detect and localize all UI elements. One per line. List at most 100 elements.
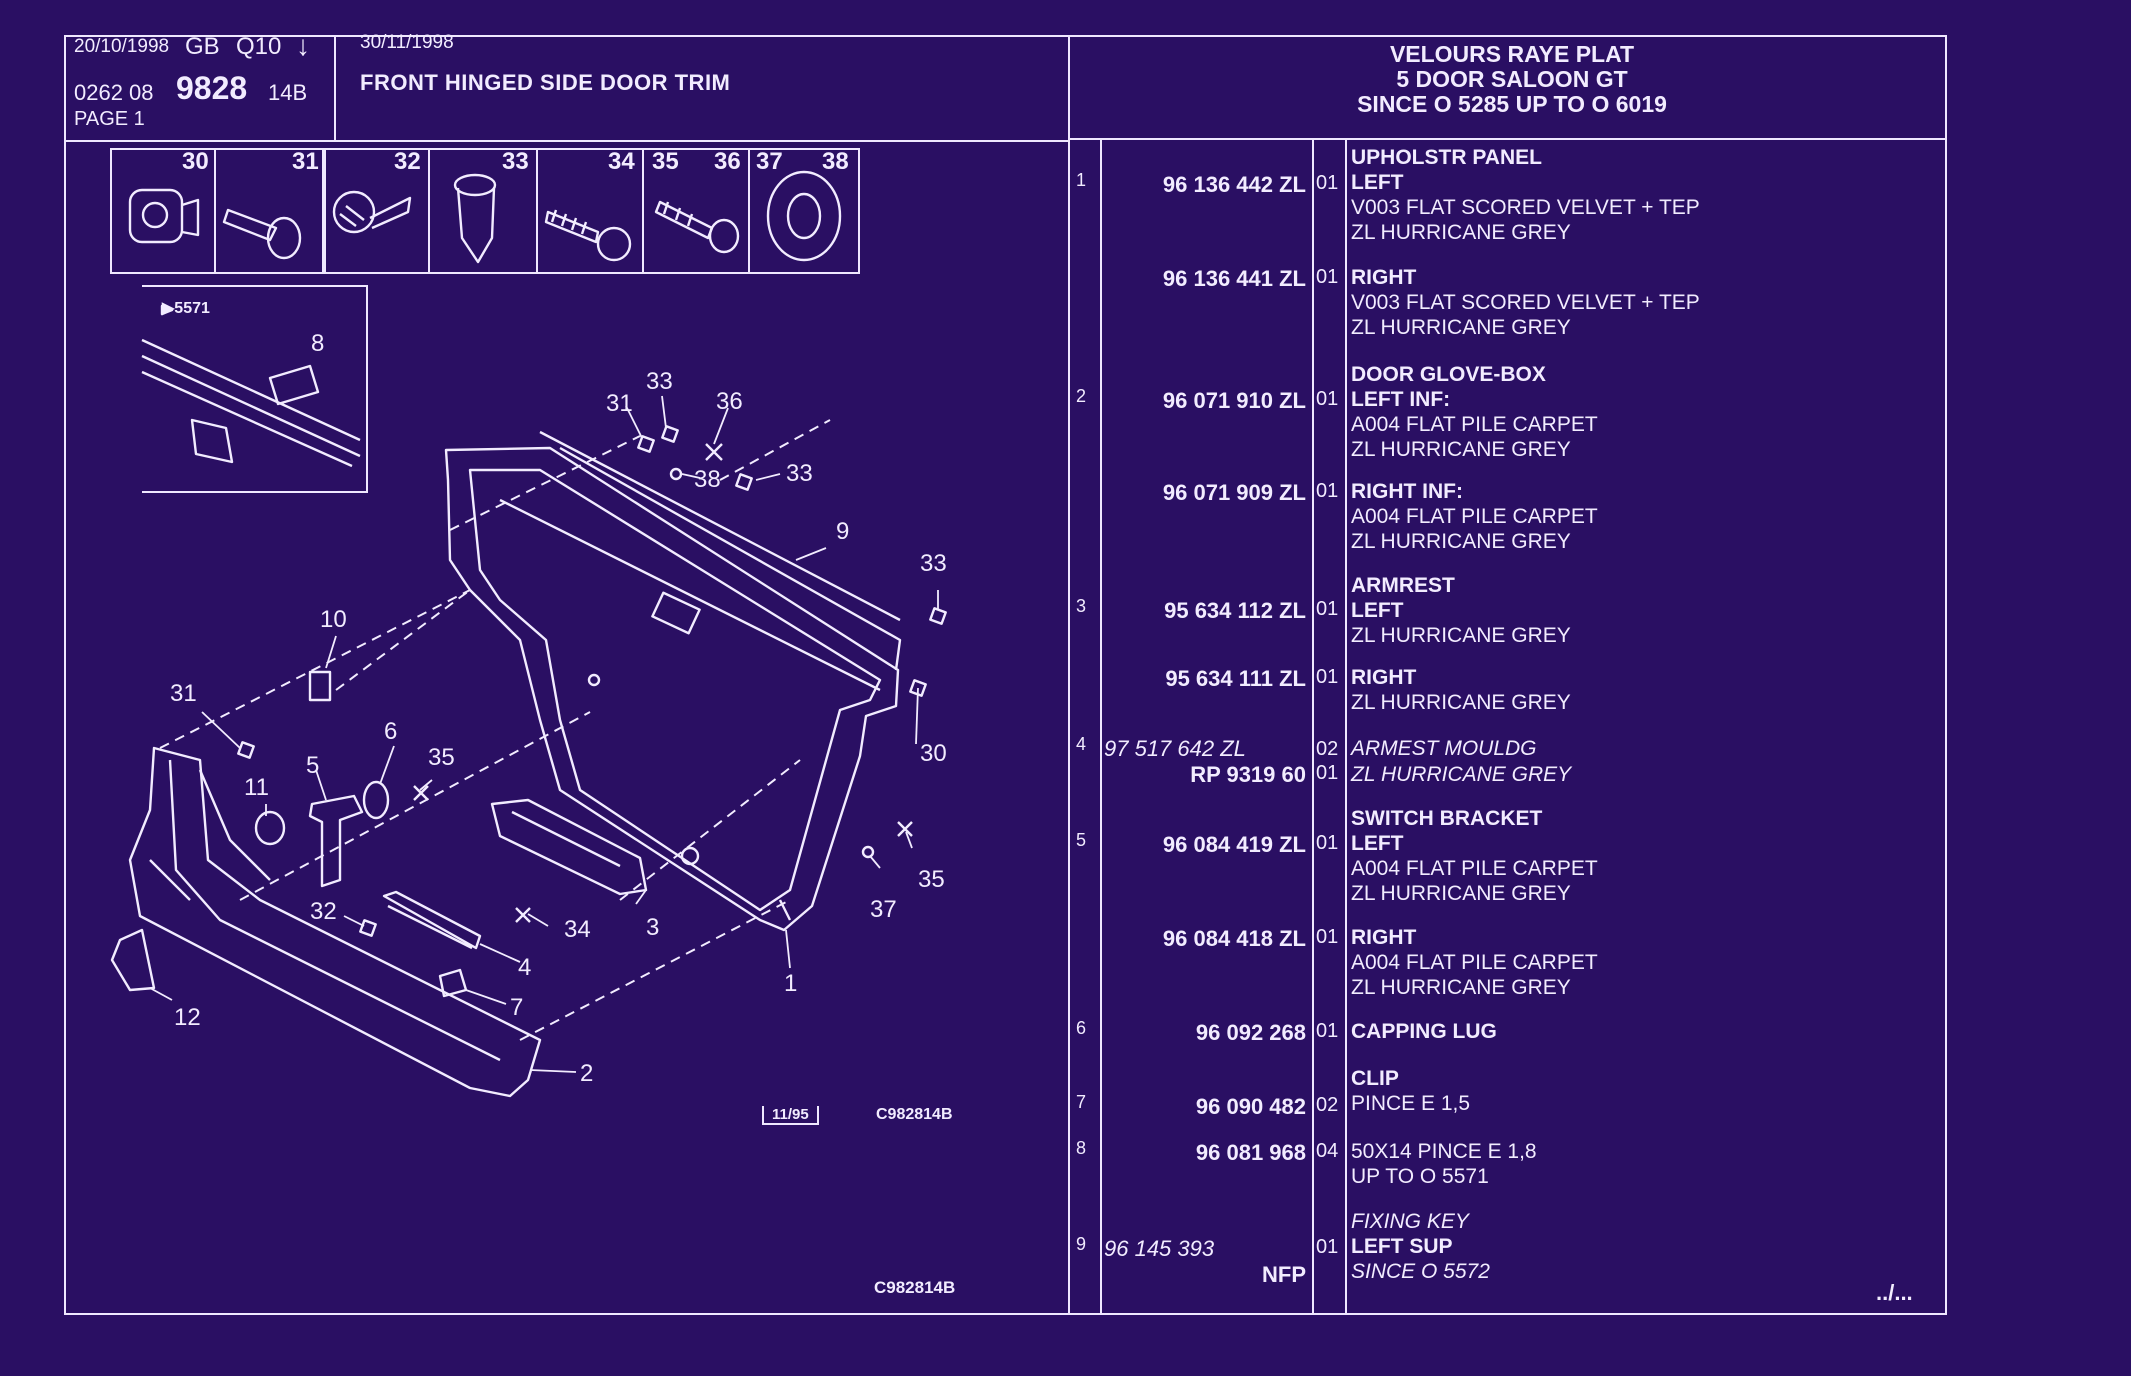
callout-33b: 33: [786, 460, 813, 487]
row-14-line: SINCE O 5572: [1351, 1260, 1490, 1283]
switch-bracket: [308, 794, 364, 888]
row-1-qty: 01: [1316, 172, 1339, 194]
callout-5: 5: [306, 752, 320, 779]
row-4-line: ZL HURRICANE GREY: [1351, 530, 1571, 553]
screw-32-icon: [332, 190, 412, 234]
row-7-item: 4: [1076, 734, 1087, 754]
callout-31: 31: [606, 390, 633, 417]
row-1-line: ZL HURRICANE GREY: [1351, 221, 1571, 244]
row-9-title: SWITCH BRACKET: [1351, 807, 1543, 830]
fixing-key-12: [110, 928, 156, 992]
row-1-line: LEFT: [1351, 171, 1404, 194]
callout-4: 4: [518, 954, 532, 981]
row-13-item: 8: [1076, 1138, 1087, 1158]
row-2-qty: 01: [1316, 266, 1339, 288]
clip-10: [308, 670, 332, 702]
row-12-desc: CLIP PINCE E 1,5: [1351, 1066, 1470, 1116]
inset-callout-8: 8: [311, 330, 325, 357]
inset-ref: ▶5571: [162, 300, 210, 317]
armrest: [490, 798, 648, 896]
part-label-31: 31: [292, 148, 319, 175]
sheet-code: C982814B: [874, 1278, 956, 1297]
callout-11: 11: [244, 774, 269, 801]
row-14-desc: FIXING KEY LEFT SUP SINCE O 5572: [1351, 1209, 1490, 1284]
callout-34: 34: [564, 916, 591, 943]
row-7-code: 97 517 642 ZL: [1104, 736, 1246, 761]
row-10-line: RIGHT: [1351, 926, 1417, 949]
row-1-code: 96 136 442 ZL: [1162, 172, 1306, 197]
row-8-code: RP 9319 60: [1190, 762, 1306, 787]
row-10-line: A004 FLAT PILE CARPET: [1351, 951, 1598, 974]
model-code: Q10: [236, 33, 282, 60]
down-arrow-icon: ↓: [296, 30, 310, 61]
row-6-code: 95 634 111 ZL: [1165, 666, 1306, 691]
inset-detail: [141, 304, 361, 468]
row-4-desc: RIGHT INF: A004 FLAT PILE CARPET ZL HURR…: [1351, 479, 1598, 554]
callout-9: 9: [836, 518, 850, 545]
ref-prefix: 0262 08: [74, 80, 154, 105]
row-13-line: 50X14 PINCE E 1,8: [1351, 1140, 1537, 1163]
part-label-36: 36: [714, 148, 741, 175]
row-6-line: RIGHT: [1351, 666, 1417, 689]
row-3-title: DOOR GLOVE-BOX: [1351, 363, 1546, 386]
inset-box: [142, 285, 368, 493]
ref-main-number: 9828: [176, 70, 248, 106]
row-3-item: 2: [1076, 386, 1087, 406]
row-4-code: 96 071 909 ZL: [1162, 480, 1306, 505]
trim-title: VELOURS RAYE PLAT 5 DOOR SALOON GT SINCE…: [1072, 42, 1952, 117]
screw-35-36-icon: [654, 200, 740, 254]
part-label-35: 35: [652, 148, 679, 175]
part-box-37-38: [748, 148, 860, 274]
screw-34-icon: [544, 209, 632, 262]
header-divider-right: [1068, 138, 1947, 140]
row-9-desc: SWITCH BRACKET LEFT A004 FLAT PILE CARPE…: [1351, 806, 1598, 906]
row-14-line: LEFT SUP: [1351, 1235, 1453, 1258]
callout-7: 7: [510, 994, 524, 1021]
row-10-qty: 01: [1316, 926, 1339, 948]
row-4-qty: 01: [1316, 480, 1339, 502]
row-14-code: 96 145 393: [1104, 1236, 1215, 1261]
row-14-item: 9: [1076, 1234, 1087, 1254]
row-3-line: ZL HURRICANE GREY: [1351, 438, 1571, 461]
continued-marker: ../...: [1876, 1280, 1913, 1305]
row-2-line: RIGHT: [1351, 266, 1417, 289]
row-9-code: 96 084 419 ZL: [1162, 832, 1306, 857]
row-5-qty: 01: [1316, 598, 1339, 620]
vin-range: SINCE O 5285 UP TO O 6019: [1357, 91, 1667, 117]
table-col-line-1: [1100, 140, 1102, 1315]
row-9-line: LEFT: [1351, 832, 1404, 855]
row-3-line: A004 FLAT PILE CARPET: [1351, 413, 1598, 436]
row-5-item: 3: [1076, 596, 1087, 616]
sheet-frame: [64, 35, 1947, 1315]
table-col-line-2: [1312, 140, 1314, 1315]
row-2-line: ZL HURRICANE GREY: [1351, 316, 1571, 339]
header-divider-left: [64, 140, 1068, 142]
row-5-line: LEFT: [1351, 599, 1404, 622]
row-10-desc: RIGHT A004 FLAT PILE CARPET ZL HURRICANE…: [1351, 925, 1598, 1000]
row-5-desc: ARMREST LEFT ZL HURRICANE GREY: [1351, 573, 1571, 648]
row-11-desc: CAPPING LUG: [1351, 1019, 1497, 1044]
row-13-qty: 04: [1316, 1140, 1339, 1162]
row-2-desc: RIGHT V003 FLAT SCORED VELVET + TEP ZL H…: [1351, 265, 1700, 340]
row-3-code: 96 071 910 ZL: [1162, 388, 1306, 413]
row-1-item: 1: [1076, 170, 1087, 190]
part-label-38: 38: [822, 148, 849, 175]
main-vertical-divider: [1068, 35, 1070, 1315]
row-1-desc: UPHOLSTR PANEL LEFT V003 FLAT SCORED VEL…: [1351, 145, 1700, 245]
row-8-desc: ZL HURRICANE GREY: [1351, 762, 1571, 787]
strip-divider: [428, 148, 430, 274]
row-10-line: ZL HURRICANE GREY: [1351, 976, 1571, 999]
door-trim-panel: [444, 430, 902, 932]
part-label-34: 34: [608, 148, 635, 175]
clip-33-icon: [453, 173, 497, 264]
part-label-37: 37: [756, 148, 783, 175]
row-11-line: CAPPING LUG: [1351, 1020, 1497, 1043]
row-5-title: ARMREST: [1351, 574, 1455, 597]
row-6-qty: 01: [1316, 666, 1339, 688]
washer-37-icon: [766, 170, 842, 262]
date-revised: 30/11/1998: [360, 32, 454, 53]
row-12-code: 96 090 482: [1195, 1094, 1306, 1119]
clip-30-icon: [128, 188, 200, 244]
part-label-32: 32: [394, 148, 421, 175]
row-12-qty: 02: [1316, 1094, 1339, 1116]
